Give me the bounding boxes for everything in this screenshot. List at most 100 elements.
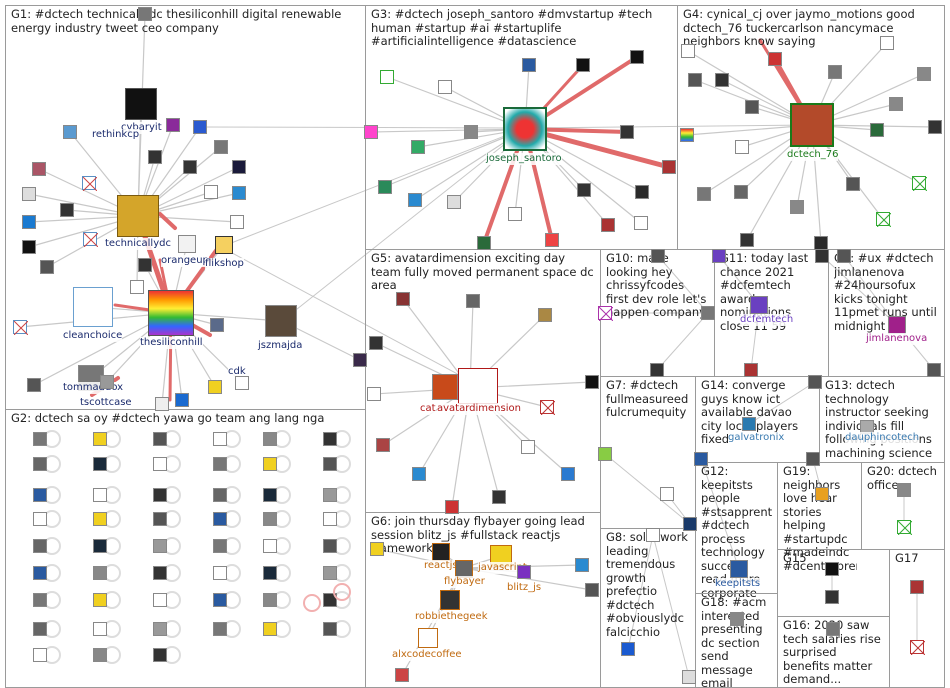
g2-node[interactable] bbox=[153, 622, 167, 636]
node-g5-i[interactable] bbox=[561, 467, 575, 481]
g2-node[interactable] bbox=[323, 512, 337, 526]
node-robbiethegeek[interactable] bbox=[440, 590, 460, 610]
node-g4-k[interactable] bbox=[870, 123, 884, 137]
node-g1-v[interactable] bbox=[27, 378, 41, 392]
node-g5-b[interactable] bbox=[466, 294, 480, 308]
node-cybaryit[interactable] bbox=[125, 88, 157, 120]
node-g1-f[interactable] bbox=[40, 260, 54, 274]
node-g4-p[interactable] bbox=[846, 177, 860, 191]
node-g1-m[interactable] bbox=[183, 160, 197, 174]
node-dctech_76[interactable] bbox=[790, 103, 834, 147]
node-g4-n[interactable] bbox=[734, 185, 748, 199]
node-orangeup[interactable] bbox=[178, 235, 196, 253]
node-g4-b[interactable] bbox=[880, 36, 894, 50]
g2-node[interactable] bbox=[323, 432, 337, 446]
node-g3-a[interactable] bbox=[380, 70, 394, 84]
node-g10-b[interactable] bbox=[701, 306, 715, 320]
node-g4-c[interactable] bbox=[688, 73, 702, 87]
g2-node[interactable] bbox=[33, 593, 47, 607]
g2-node[interactable] bbox=[33, 648, 47, 662]
g2-node[interactable] bbox=[93, 488, 107, 502]
node-g3-g[interactable] bbox=[411, 140, 425, 154]
node-g4-o[interactable] bbox=[790, 200, 804, 214]
node-g3-d[interactable] bbox=[576, 58, 590, 72]
node-g4-j[interactable] bbox=[735, 140, 749, 154]
g2-node[interactable] bbox=[323, 622, 337, 636]
node-g3-h[interactable] bbox=[464, 125, 478, 139]
node-g4-e[interactable] bbox=[828, 65, 842, 79]
g2-node[interactable] bbox=[323, 457, 337, 471]
node-g17-a[interactable] bbox=[910, 580, 924, 594]
g2-node[interactable] bbox=[153, 648, 167, 662]
node-g5-f[interactable] bbox=[367, 387, 381, 401]
node-g20-a[interactable] bbox=[897, 483, 911, 497]
node-g8-c[interactable] bbox=[682, 670, 696, 684]
node-g1-h[interactable] bbox=[193, 120, 207, 134]
node-g3-o[interactable] bbox=[508, 207, 522, 221]
g2-node[interactable] bbox=[93, 593, 107, 607]
node-g3-j[interactable] bbox=[662, 160, 676, 174]
g2-node[interactable] bbox=[213, 539, 227, 553]
node-g1-s[interactable] bbox=[208, 380, 222, 394]
node-g15-b[interactable] bbox=[825, 590, 839, 604]
g2-node[interactable] bbox=[263, 488, 277, 502]
g2-node[interactable] bbox=[263, 539, 277, 553]
g2-node[interactable] bbox=[93, 622, 107, 636]
node-g5-a[interactable] bbox=[396, 292, 410, 306]
node-g5-j[interactable] bbox=[521, 440, 535, 454]
node-g3-t[interactable] bbox=[635, 185, 649, 199]
node-g16-a[interactable] bbox=[826, 622, 840, 636]
g2-node[interactable] bbox=[213, 457, 227, 471]
node-g1-b[interactable] bbox=[22, 187, 36, 201]
g2-node[interactable] bbox=[93, 432, 107, 446]
g2-node[interactable] bbox=[93, 648, 107, 662]
node-g1-z[interactable] bbox=[235, 376, 249, 390]
node-g4-m[interactable] bbox=[697, 187, 711, 201]
node-g11-c[interactable] bbox=[815, 249, 829, 263]
node-g10-a[interactable] bbox=[651, 249, 665, 263]
node-g4-d[interactable] bbox=[715, 73, 729, 87]
node-g1-w[interactable] bbox=[100, 375, 114, 389]
node-g7-c[interactable] bbox=[683, 517, 697, 531]
g2-node[interactable] bbox=[323, 488, 337, 502]
g2-node[interactable] bbox=[33, 488, 47, 502]
node-g1-c[interactable] bbox=[22, 215, 36, 229]
node-g12-a[interactable] bbox=[694, 452, 708, 466]
node-g1-e[interactable] bbox=[60, 203, 74, 217]
g2-node[interactable] bbox=[153, 457, 167, 471]
node-g3-k[interactable] bbox=[378, 180, 392, 194]
node-g5-e[interactable] bbox=[585, 375, 599, 389]
node-g5-l[interactable] bbox=[445, 500, 459, 514]
node-g4-i[interactable] bbox=[680, 128, 694, 142]
node-g4-a[interactable] bbox=[768, 52, 782, 66]
node-g4-s[interactable] bbox=[740, 233, 754, 247]
g2-node[interactable] bbox=[153, 566, 167, 580]
g2-node[interactable] bbox=[263, 566, 277, 580]
node-g19-a[interactable] bbox=[806, 452, 820, 466]
node-g3-f[interactable] bbox=[364, 125, 378, 139]
node-g4-h[interactable] bbox=[889, 97, 903, 111]
node-g4-r[interactable] bbox=[681, 44, 695, 58]
node-g3-p[interactable] bbox=[545, 233, 559, 247]
node-g1-t[interactable] bbox=[175, 393, 189, 407]
node-g5-h[interactable] bbox=[412, 467, 426, 481]
node-g5-d[interactable] bbox=[369, 336, 383, 350]
node-g8-a[interactable] bbox=[646, 528, 660, 542]
g2-node[interactable] bbox=[213, 566, 227, 580]
g2-node[interactable] bbox=[93, 566, 107, 580]
node-g3-l[interactable] bbox=[408, 193, 422, 207]
node-keepitsts[interactable] bbox=[730, 560, 748, 578]
node-g3-q[interactable] bbox=[577, 183, 591, 197]
node-g3-r[interactable] bbox=[601, 218, 615, 232]
g2-node[interactable] bbox=[263, 622, 277, 636]
node-g1-r[interactable] bbox=[210, 318, 224, 332]
node-g14-a[interactable] bbox=[742, 417, 756, 431]
g2-node[interactable] bbox=[33, 622, 47, 636]
g2-node[interactable] bbox=[263, 593, 277, 607]
node-g10-c[interactable] bbox=[650, 363, 664, 377]
node-g19-b[interactable] bbox=[815, 487, 829, 501]
node-g14-b[interactable] bbox=[808, 375, 822, 389]
node-g3-c[interactable] bbox=[522, 58, 536, 72]
g2-node[interactable] bbox=[93, 539, 107, 553]
node-g5-g[interactable] bbox=[376, 438, 390, 452]
